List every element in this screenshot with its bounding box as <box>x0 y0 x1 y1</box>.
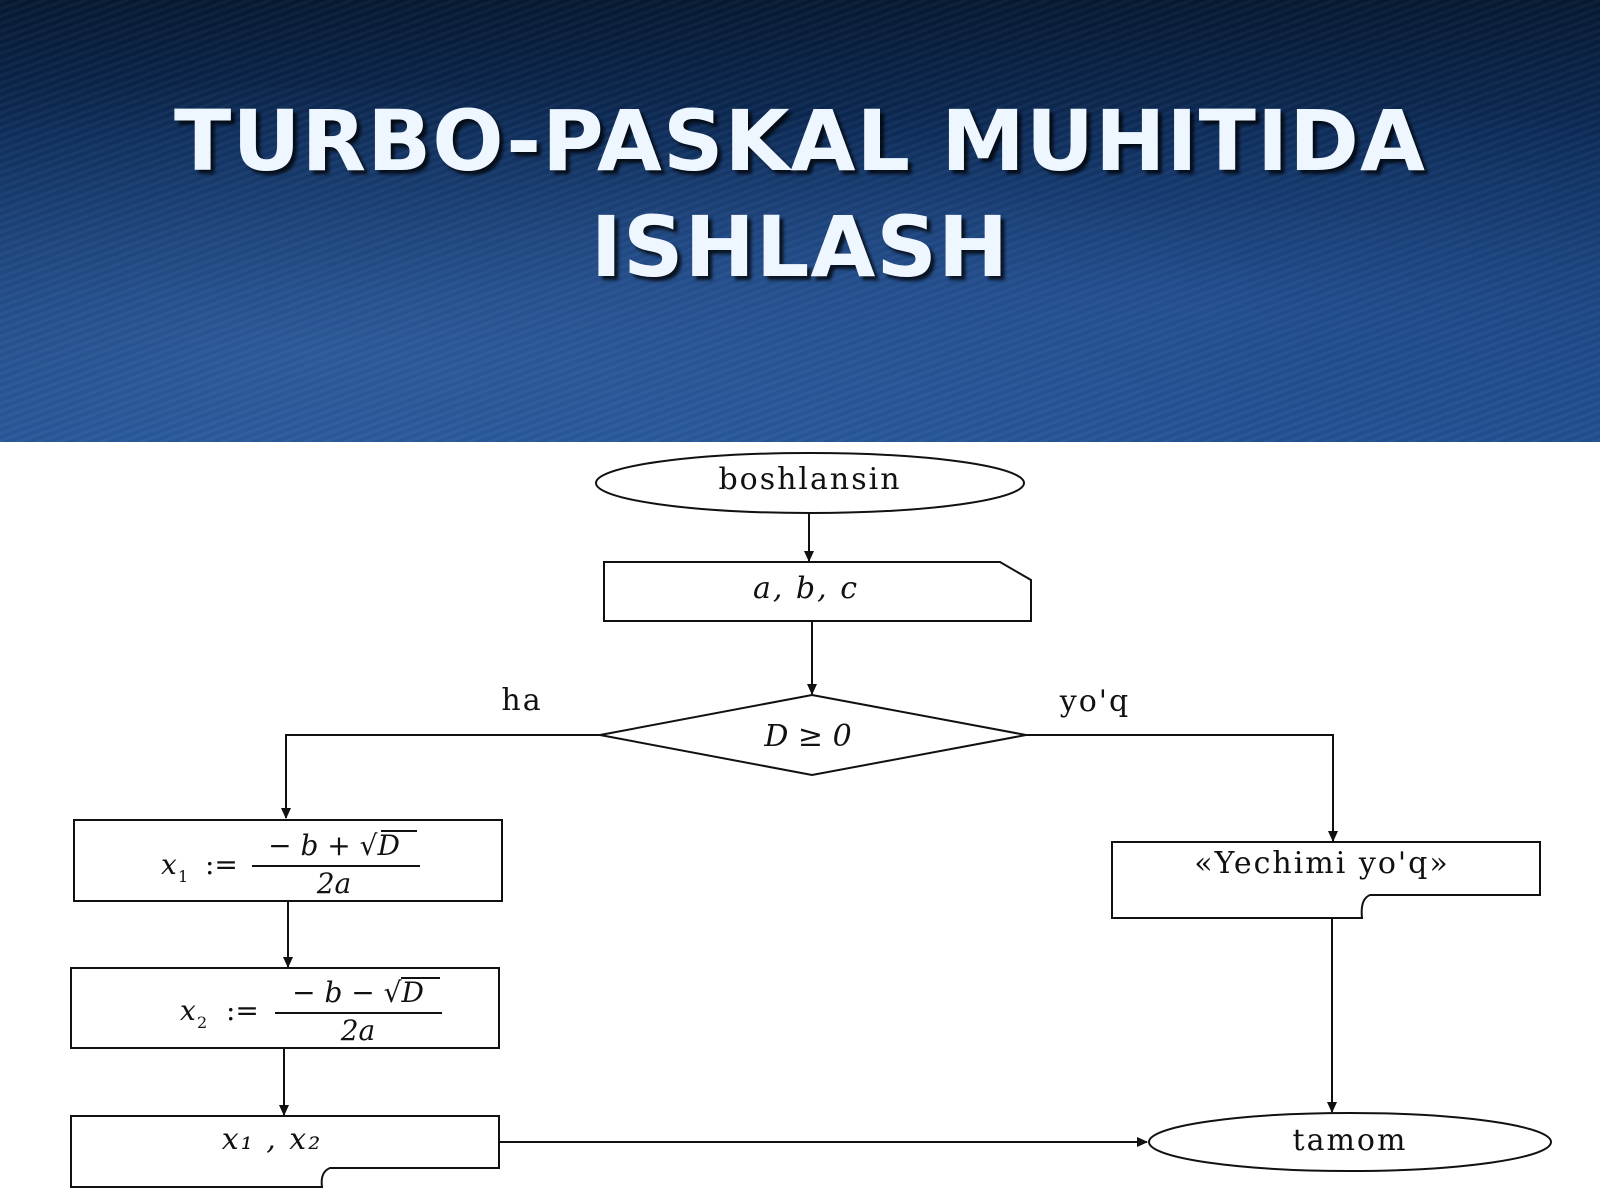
x2-lhs: x <box>180 994 196 1027</box>
output-roots-label: x₁ , x₂ <box>222 1122 323 1157</box>
branch-yes-label: ha <box>501 683 542 718</box>
x1-assign: := <box>205 848 238 881</box>
condition-diamond <box>599 693 1027 777</box>
end-label: tamom <box>1293 1123 1408 1158</box>
branch-no-label: yo'q <box>1059 684 1130 719</box>
output-roots-block <box>70 1115 500 1188</box>
condition-label: D ≥ 0 <box>763 719 851 754</box>
input-label: a, b, c <box>753 571 859 606</box>
x1-denominator: 2a <box>316 867 352 900</box>
no-solution-block <box>1111 841 1541 919</box>
slide-title-line-2: ISHLASH <box>590 198 1010 296</box>
x2-process-block <box>70 967 500 1049</box>
slide-header: TURBO-PASKAL MUHITIDA ISHLASH <box>0 0 1600 442</box>
no-solution-label: «Yechimi yo'q» <box>1194 846 1449 881</box>
x1-subscript: 1 <box>178 867 188 886</box>
x2-assign: := <box>226 994 259 1027</box>
x1-lhs: x <box>161 848 177 881</box>
x1-numerator: − b + √D <box>268 829 400 862</box>
input-block <box>603 561 1032 622</box>
x2-subscript: 2 <box>197 1013 207 1032</box>
start-label: boshlansin <box>718 462 901 497</box>
x1-process-block <box>73 819 503 902</box>
x2-denominator: 2a <box>340 1014 376 1047</box>
arrow-no-branch <box>1026 734 1338 842</box>
slide-title-line-1: TURBO-PASKAL MUHITIDA <box>174 92 1426 190</box>
slide-title: TURBO-PASKAL MUHITIDA ISHLASH <box>0 88 1600 300</box>
x2-numerator: − b − √D <box>292 976 424 1009</box>
end-terminator <box>1148 1112 1552 1172</box>
arrow-yes-branch <box>281 734 600 819</box>
